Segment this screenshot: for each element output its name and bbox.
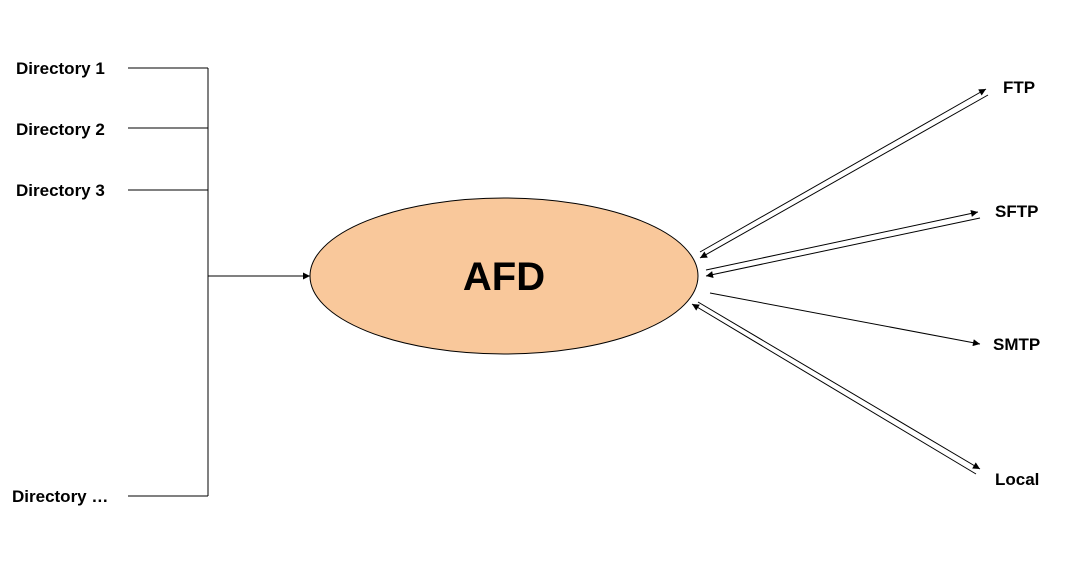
source-label-directory-more: Directory … <box>12 487 108 506</box>
protocol-label-sftp: SFTP <box>995 202 1038 221</box>
source-label-directory-3: Directory 3 <box>16 181 105 200</box>
protocol-label-ftp: FTP <box>1003 78 1035 97</box>
ftp-incoming-arrow <box>699 94 989 259</box>
source-label-directory-2: Directory 2 <box>16 120 105 139</box>
local-outgoing-arrow <box>697 301 981 470</box>
ftp-outgoing-arrow <box>699 88 987 253</box>
sftp-incoming-arrow <box>705 217 981 278</box>
protocol-label-local: Local <box>995 470 1039 489</box>
afd-ellipse <box>309 197 699 355</box>
afd-label: AFD <box>463 255 545 299</box>
source-label-directory-1: Directory 1 <box>16 59 105 78</box>
local-incoming-arrow <box>691 303 977 475</box>
protocol-label-smtp: SMTP <box>993 335 1040 354</box>
sftp-outgoing-arrow <box>705 210 979 271</box>
smtp-outgoing-arrow <box>709 292 981 347</box>
